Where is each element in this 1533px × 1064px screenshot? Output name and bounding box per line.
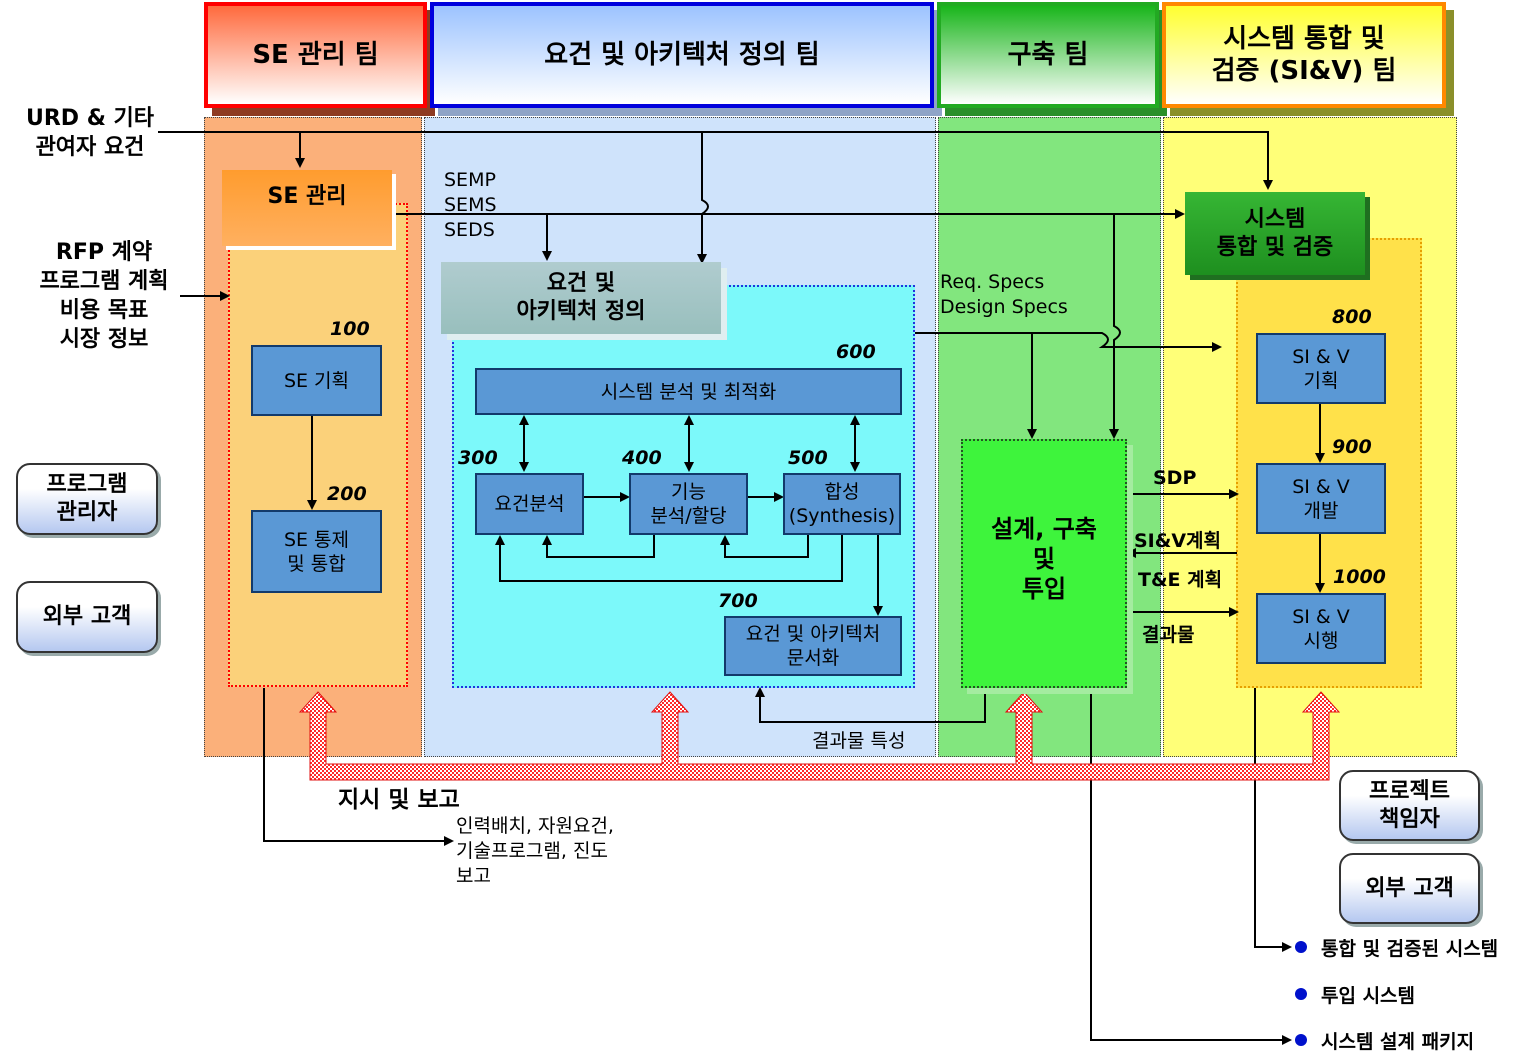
siv-plan-label: SI&V계획 — [1134, 530, 1221, 552]
step-number-900: 900 — [1332, 436, 1372, 458]
staffing-line-3: 보고 — [456, 865, 491, 887]
design-build-deploy-box: 설계, 구축 및 투입 — [961, 439, 1127, 688]
rfp-line-2: 프로그램 계획 — [39, 269, 169, 294]
team-build-label: 구축 팀 — [1007, 40, 1089, 70]
se-planning-box: SE 기획 — [251, 345, 382, 416]
se-control-integration-box: SE 통제 및 통합 — [251, 510, 382, 593]
step-number-300: 300 — [458, 447, 498, 469]
documentation-line-2: 문서화 — [786, 647, 840, 669]
doc-semp: SEMP — [444, 169, 496, 191]
external-customer-label-left: 외부 고객 — [42, 604, 132, 629]
team-requirements-architecture: 요건 및 아키텍처 정의 팀 — [430, 2, 934, 108]
siv-planning-box: SI & V 기획 — [1256, 333, 1386, 404]
function-line-2: 분석/할당 — [650, 505, 727, 527]
requirements-analysis-label: 요건분석 — [494, 493, 565, 515]
siv-title-line-2: 통합 및 검증 — [1216, 234, 1334, 260]
system-analysis-optimization-box: 시스템 분석 및 최적화 — [475, 368, 902, 415]
synthesis-line-1: 합성 — [824, 481, 860, 503]
step-number-1000: 1000 — [1333, 566, 1386, 588]
urd-line-1: URD & 기타 — [25, 106, 155, 131]
req-specs: Req. Specs — [940, 271, 1045, 293]
rfp-input-label: RFP 계약 프로그램 계획 비용 목표 시장 정보 — [24, 238, 184, 354]
siv-execution-box: SI & V 시행 — [1256, 593, 1386, 664]
team-build: 구축 팀 — [937, 2, 1159, 108]
program-manager-line-1: 프로그램 — [46, 472, 128, 497]
urd-input-label: URD & 기타 관여자 요건 — [20, 104, 160, 162]
step-number-400: 400 — [622, 447, 662, 469]
program-manager-box: 프로그램 관리자 — [16, 463, 158, 535]
direction-reporting-label: 지시 및 보고 — [338, 787, 460, 813]
system-analysis-label: 시스템 분석 및 최적화 — [600, 380, 777, 403]
output-system-design-package: 시스템 설계 패키지 — [1321, 1031, 1475, 1053]
se-management-title: SE 관리 — [267, 184, 347, 209]
te-plan-label: T&E 계획 — [1138, 569, 1223, 591]
design-build-line-1: 설계, 구축 — [991, 514, 1097, 543]
urd-line-2: 관여자 요건 — [35, 135, 145, 160]
synthesis-line-2: (Synthesis) — [788, 505, 896, 527]
siv-development-line-1: SI & V — [1292, 475, 1350, 498]
specs-label: Req. Specs Design Specs — [940, 270, 1068, 320]
se-control-line-1: SE 통제 — [283, 528, 350, 551]
requirements-analysis-box: 요건분석 — [475, 473, 584, 535]
staffing-line-1: 인력배치, 자원요건, — [456, 815, 614, 837]
design-specs: Design Specs — [940, 296, 1068, 318]
siv-development-line-2: 개발 — [1303, 499, 1339, 522]
external-customer-box-right: 외부 고객 — [1339, 853, 1480, 924]
team-req-arch-label: 요건 및 아키텍처 정의 팀 — [544, 40, 820, 70]
siv-planning-line-1: SI & V — [1292, 345, 1350, 368]
se-inner-region — [228, 203, 408, 687]
function-allocation-box: 기능 분석/할당 — [629, 473, 748, 535]
req-arch-documentation-box: 요건 및 아키텍처 문서화 — [724, 616, 902, 676]
se-planning-label: SE 기획 — [283, 369, 350, 392]
req-arch-definition-box: 요건 및 아키텍처 정의 — [441, 262, 721, 334]
external-customer-label-right: 외부 고객 — [1365, 875, 1454, 901]
step-number-600: 600 — [836, 341, 876, 363]
step-number-800: 800 — [1332, 306, 1372, 328]
team-se-management: SE 관리 팀 — [204, 2, 427, 108]
output-characteristics-label: 결과물 특성 — [812, 730, 906, 752]
siv-development-box: SI & V 개발 — [1256, 463, 1386, 534]
rfp-line-3: 비용 목표 — [59, 298, 149, 323]
team-siv: 시스템 통합 및 검증 (SI&V) 팀 — [1162, 2, 1446, 108]
sdp-label: SDP — [1153, 467, 1197, 489]
siv-planning-line-2: 기획 — [1303, 369, 1339, 392]
team-siv-label-2: 검증 (SI&V) 팀 — [1211, 56, 1397, 86]
se-documents-label: SEMP SEMS SEDS — [444, 168, 497, 243]
project-leader-line-2: 책임자 — [1379, 806, 1440, 832]
req-arch-title-line-1: 요건 및 — [546, 271, 616, 296]
design-build-line-2: 및 — [1032, 544, 1056, 573]
project-leader-box: 프로젝트 책임자 — [1339, 770, 1480, 841]
se-management-box: SE 관리 — [222, 170, 392, 246]
doc-seds: SEDS — [444, 219, 495, 241]
siv-execution-line-1: SI & V — [1292, 605, 1350, 628]
staffing-line-2: 기술프로그램, 진도 — [456, 840, 608, 862]
team-se-management-label: SE 관리 팀 — [252, 40, 379, 70]
siv-execution-line-2: 시행 — [1303, 629, 1339, 652]
function-line-1: 기능 — [671, 481, 706, 503]
project-leader-line-1: 프로젝트 — [1369, 778, 1450, 804]
doc-sems: SEMS — [444, 194, 497, 216]
output-integrated-verified-system: 통합 및 검증된 시스템 — [1321, 938, 1499, 960]
results-label: 결과물 — [1142, 624, 1195, 646]
rfp-line-1: RFP 계약 — [55, 240, 153, 265]
step-number-500: 500 — [788, 447, 828, 469]
team-siv-label-1: 시스템 통합 및 — [1223, 24, 1385, 54]
se-control-line-2: 및 통합 — [287, 552, 346, 575]
step-number-100: 100 — [330, 318, 370, 340]
step-number-700: 700 — [718, 590, 758, 612]
program-manager-line-2: 관리자 — [56, 500, 118, 525]
output-deployed-system: 투입 시스템 — [1321, 985, 1416, 1007]
staffing-label: 인력배치, 자원요건, 기술프로그램, 진도 보고 — [456, 814, 614, 889]
system-integration-verification-box: 시스템 통합 및 검증 — [1185, 192, 1365, 275]
siv-title-line-1: 시스템 — [1244, 206, 1306, 232]
external-customer-box-left: 외부 고객 — [16, 581, 158, 653]
design-build-line-3: 투입 — [1021, 574, 1067, 603]
step-number-200: 200 — [327, 483, 367, 505]
synthesis-box: 합성 (Synthesis) — [783, 473, 901, 535]
rfp-line-4: 시장 정보 — [59, 327, 149, 352]
documentation-line-1: 요건 및 아키텍처 — [745, 623, 881, 645]
req-arch-title-line-2: 아키텍처 정의 — [516, 299, 646, 324]
